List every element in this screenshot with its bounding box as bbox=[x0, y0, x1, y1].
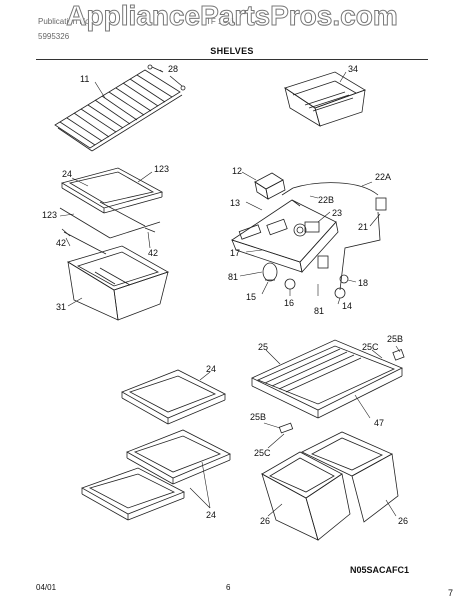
callout-23: 23 bbox=[332, 208, 342, 218]
callout-25c2: 25C bbox=[254, 448, 271, 458]
thermostat-part bbox=[304, 221, 329, 269]
watermark: AppliancePartsPros.com bbox=[66, 0, 398, 32]
callout-11: 11 bbox=[80, 74, 89, 84]
callout-22b: 22B bbox=[318, 195, 334, 205]
crisper-support-part bbox=[278, 349, 405, 434]
corner-mark: 7 bbox=[448, 588, 454, 598]
callout-26a: 26 bbox=[260, 516, 270, 526]
model-label: TF 1F 6 bbox=[206, 17, 235, 26]
crisper-frame-part bbox=[59, 201, 161, 255]
crisper-pan-right-part bbox=[301, 431, 399, 523]
section-title: SHELVES bbox=[210, 46, 254, 56]
callout-24a: 24 bbox=[62, 169, 72, 179]
callout-22a: 22A bbox=[375, 172, 391, 182]
callout-26b: 26 bbox=[398, 516, 408, 526]
drawing-code: N05SACAFC1 bbox=[350, 565, 410, 575]
callout-123a: 123 bbox=[154, 164, 169, 174]
header-rule bbox=[36, 59, 428, 60]
catalog-label: Publication No bbox=[38, 17, 90, 26]
callout-16: 16 bbox=[284, 298, 294, 308]
callout-28: 28 bbox=[168, 64, 178, 74]
callout-81a: 81 bbox=[228, 272, 238, 282]
callout-42a: 42 bbox=[56, 238, 66, 248]
callout-42b: 42 bbox=[148, 248, 158, 258]
callout-31: 31 bbox=[56, 302, 66, 312]
crisper-drawer-part bbox=[67, 245, 169, 321]
control-cover-part bbox=[254, 172, 286, 200]
wire-harness-part bbox=[281, 182, 387, 291]
crisper-cover-part bbox=[60, 167, 164, 214]
callout-34: 34 bbox=[348, 64, 358, 74]
callout-123b: 123 bbox=[42, 210, 57, 220]
callout-18: 18 bbox=[358, 278, 368, 288]
shelf-clip-part bbox=[147, 64, 186, 91]
page-number: 6 bbox=[226, 583, 231, 592]
callout-25b1: 25B bbox=[387, 334, 403, 344]
revision-date: 04/01 bbox=[36, 583, 57, 592]
crisper-pan-left-part bbox=[261, 451, 351, 541]
deli-bin-part bbox=[284, 71, 366, 127]
callout-14: 14 bbox=[342, 301, 352, 311]
callout-25b2: 25B bbox=[250, 412, 266, 422]
callout-15: 15 bbox=[246, 292, 256, 302]
callout-labels: 11 28 34 24 123 123 42 42 31 12 22A 22B … bbox=[42, 64, 408, 526]
callout-24c: 24 bbox=[206, 510, 216, 520]
callout-13: 13 bbox=[230, 198, 240, 208]
glass-shelf-middle-part bbox=[126, 429, 231, 485]
callout-47: 47 bbox=[374, 418, 384, 428]
callout-25c1: 25C bbox=[362, 342, 379, 352]
leader-lines bbox=[59, 69, 401, 517]
glass-shelf-upper-part bbox=[121, 369, 226, 425]
callout-25: 25 bbox=[258, 342, 268, 352]
crisper-glass-cover-part bbox=[251, 339, 403, 419]
callout-17: 17 bbox=[230, 248, 240, 258]
callout-21: 21 bbox=[358, 222, 368, 232]
publication-number: 5995326 bbox=[38, 32, 70, 41]
callout-24b: 24 bbox=[206, 364, 216, 374]
callout-12: 12 bbox=[232, 166, 242, 176]
light-housing-part bbox=[231, 199, 339, 273]
glass-shelf-lower-part bbox=[81, 467, 185, 521]
wire-shelf-part bbox=[54, 69, 183, 152]
callout-81b: 81 bbox=[314, 306, 324, 316]
